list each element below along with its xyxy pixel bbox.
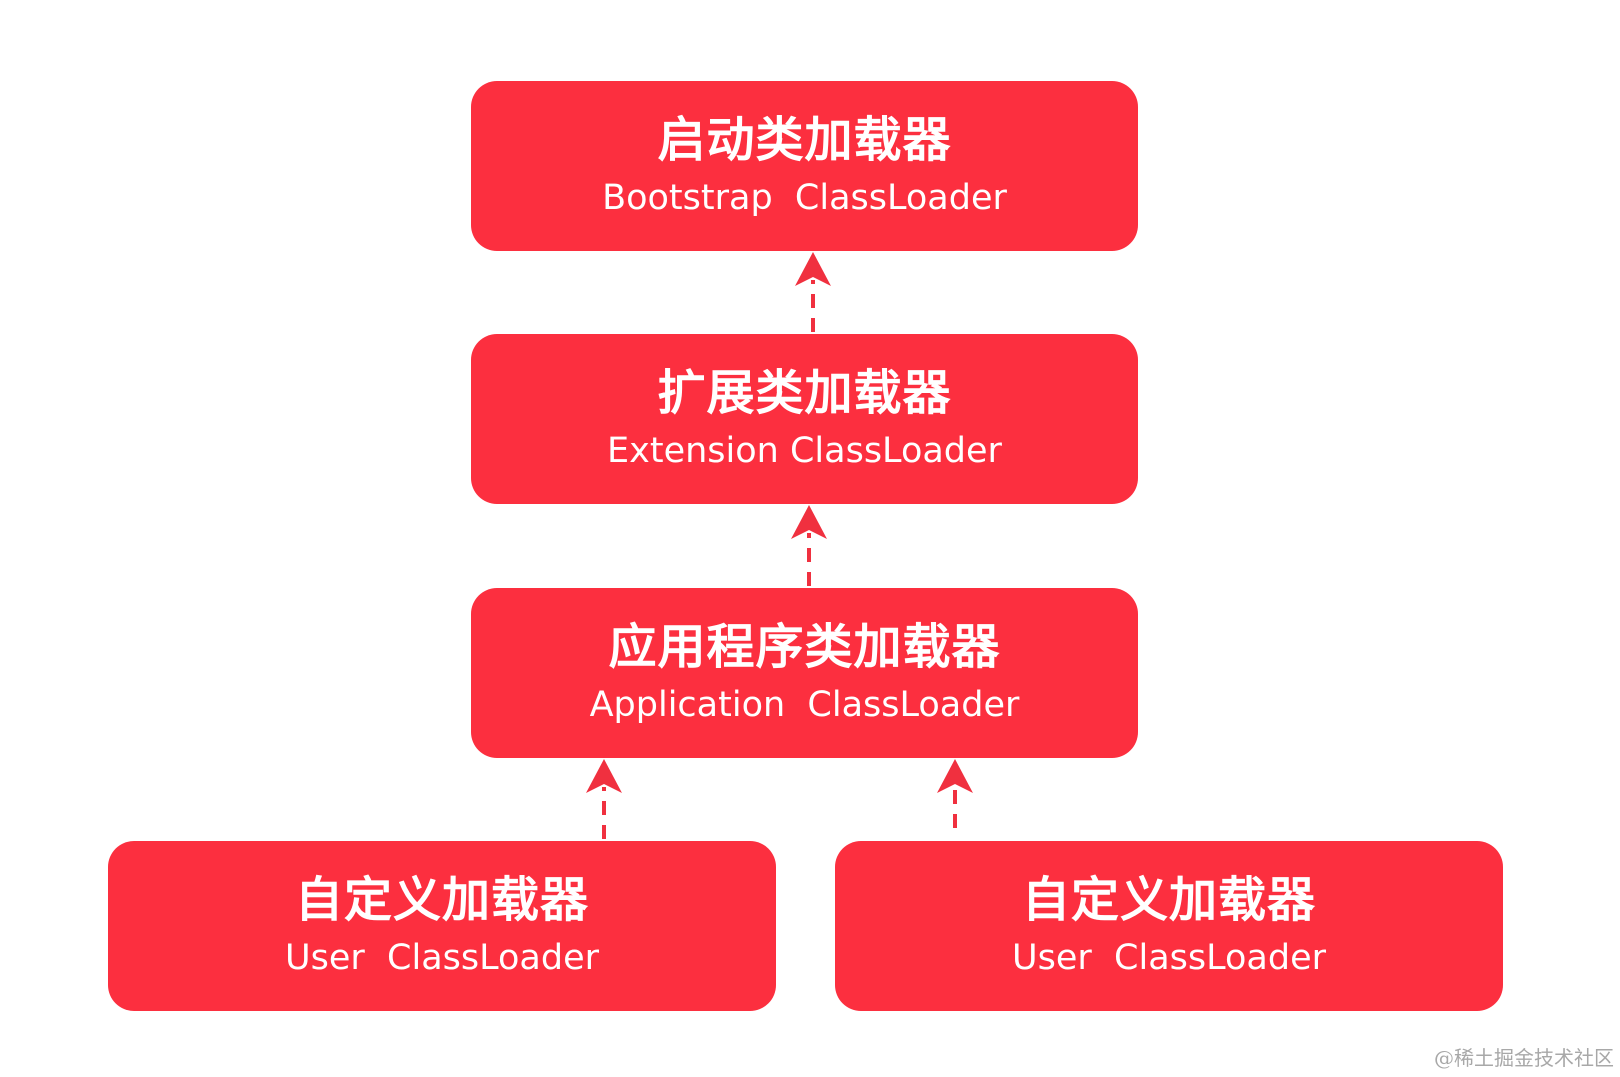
node-bootstrap-classloader: 启动类加载器 Bootstrap ClassLoader <box>471 81 1138 251</box>
node-user-classloader-right: 自定义加载器 User ClassLoader <box>835 841 1503 1011</box>
node-subtitle: Extension ClassLoader <box>607 431 1002 472</box>
edge-user-right-to-application <box>937 759 973 828</box>
edge-user-left-to-application <box>586 759 622 839</box>
node-title: 自定义加载器 <box>1021 872 1316 929</box>
node-extension-classloader: 扩展类加载器 Extension ClassLoader <box>471 334 1138 504</box>
node-subtitle: User ClassLoader <box>285 938 599 979</box>
node-subtitle: Bootstrap ClassLoader <box>602 178 1007 219</box>
node-application-classloader: 应用程序类加载器 Application ClassLoader <box>471 588 1138 758</box>
node-title: 扩展类加载器 <box>657 365 952 422</box>
arrow-head <box>791 505 827 539</box>
node-title: 应用程序类加载器 <box>608 619 1001 676</box>
edge-application-to-extension <box>791 505 827 586</box>
edge-extension-to-bootstrap <box>795 252 831 332</box>
node-title: 自定义加载器 <box>294 872 589 929</box>
arrow-head <box>586 759 622 793</box>
arrow-head <box>795 252 831 286</box>
node-subtitle: User ClassLoader <box>1012 938 1326 979</box>
node-user-classloader-left: 自定义加载器 User ClassLoader <box>108 841 776 1011</box>
node-subtitle: Application ClassLoader <box>589 685 1020 726</box>
node-title: 启动类加载器 <box>657 112 952 169</box>
watermark: @稀土掘金技术社区 <box>1434 1046 1614 1070</box>
arrow-head <box>937 759 973 793</box>
